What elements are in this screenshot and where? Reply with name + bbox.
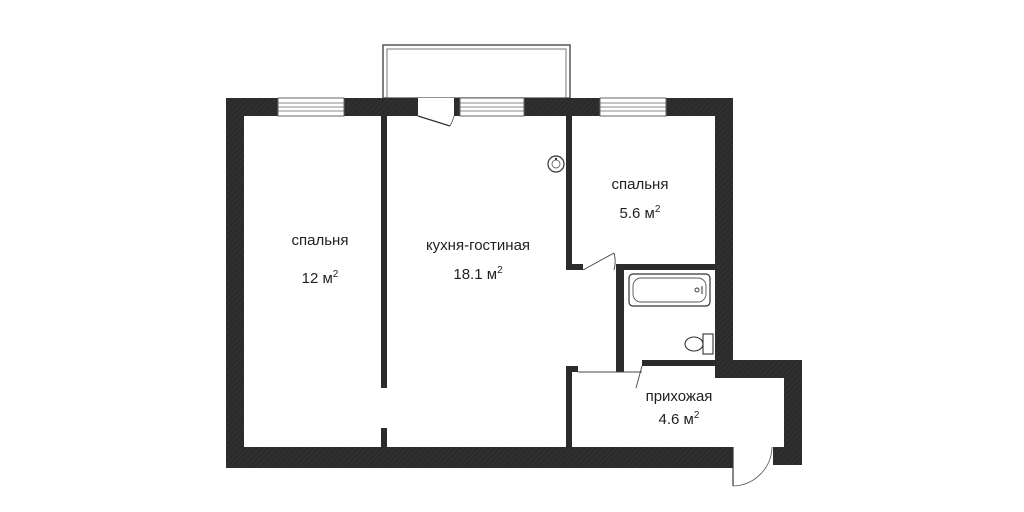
room-label-bedroom-large: спальня 12 м2 [292,233,349,286]
room-name: спальня [291,232,349,249]
room-area: 12 м2 [301,269,339,287]
partition-left-upper [381,116,387,388]
partition-left-lower [381,428,387,447]
partition-bedroom-vertical [566,116,572,270]
partition-bath-left [616,264,624,372]
room-area: 18.1 м2 [453,265,503,283]
windows [277,97,667,127]
room-label-kitchen-living: кухня-гостиная 18.1 м2 [426,238,530,282]
room-name: прихожая [645,388,713,405]
window-kitchen [459,97,525,117]
balcony [382,44,571,99]
balcony-door-opening [417,98,455,127]
window-right [599,97,667,117]
toilet-icon [684,333,714,355]
partition-bedroom-stub [566,264,583,270]
room-name: спальня [611,176,669,193]
partition-hall-left [566,366,572,447]
sink-icon [547,155,565,173]
room-name: кухня-гостиная [425,237,531,254]
window-left [277,97,345,117]
partition-bath-bottom [642,360,715,366]
entrance-door [732,446,773,487]
bathtub-icon [628,273,711,307]
interior-doors [578,252,643,389]
room-label-hallway: прихожая 4.6 м2 [646,389,713,427]
room-area: 4.6 м2 [658,410,700,428]
room-label-bedroom-small: спальня 5.6 м2 [612,177,669,221]
partition-bedroom-bottom [616,264,715,270]
room-area: 5.6 м2 [619,204,661,222]
interior-walls [381,116,715,447]
